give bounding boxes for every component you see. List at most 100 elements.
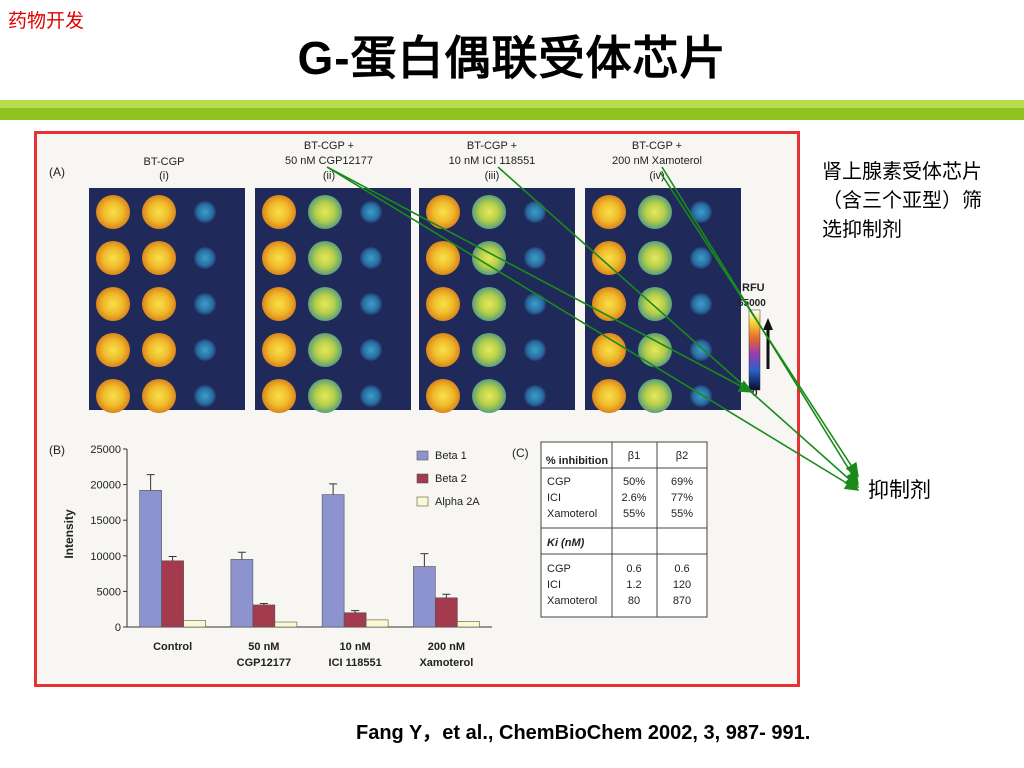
rfu-min: 0 [752,388,758,399]
array-spot [690,247,712,269]
array-spot [472,333,506,367]
y-axis-label: Intensity [62,509,76,559]
table-cell: 870 [673,595,691,607]
x-tick-label: 10 nM [340,641,371,653]
array-spot [472,241,506,275]
arrow-cgp-to-inhibitor [326,166,860,491]
array-spot [426,287,460,321]
table-header-beta2: β2 [676,450,688,462]
array-header-1-line1: BT-CGP [144,156,185,168]
y-tick-label: 15000 [90,515,121,527]
array-header-3-line2: 10 nM ICI 118551 [449,155,536,167]
array-spot [360,247,382,269]
array-spot [194,201,216,223]
x-tick-label: CGP12177 [237,657,291,669]
panel-a-label: (A) [49,165,65,179]
table-cell: 0.6 [674,563,689,575]
array-spot [308,379,342,413]
x-tick-label: Xamoterol [419,657,473,669]
array-spot [690,201,712,223]
legend-label: Beta 2 [435,473,467,485]
legend-label: Alpha 2A [435,496,480,508]
array-spot [308,333,342,367]
array-spot [638,195,672,229]
table-cell: 2.6% [621,492,646,504]
arrow-cgp-to-bar [326,166,754,393]
array-spot [524,385,546,407]
array-spot [690,293,712,315]
x-tick-label: 50 nM [248,641,279,653]
array-header-3-line1: BT-CGP + [467,140,517,152]
table-cell: 50% [623,476,645,488]
panel-b-label: (B) [49,443,65,457]
table-cell: CGP [547,563,571,575]
array-spot [194,339,216,361]
array-spot [262,241,296,275]
array-spot [96,241,130,275]
array-spot [360,385,382,407]
legend-label: Beta 1 [435,450,467,462]
array-spot [142,333,176,367]
array-spot [638,379,672,413]
intensity-bar-chart: (B)Intensity0500010000150002000025000Con… [49,443,492,669]
array-spot [592,379,626,413]
array-spot [638,241,672,275]
y-tick-label: 25000 [90,444,121,456]
table-cell: 55% [623,508,645,520]
legend-swatch [416,496,429,507]
array-spot [360,201,382,223]
array-header-2-line1: BT-CGP + [304,140,354,152]
array-spot [262,333,296,367]
array-spot [426,195,460,229]
array-spot [308,195,342,229]
title-divider-dark [0,108,1024,120]
bar [365,619,389,628]
table-cell: ICI [547,492,561,504]
array-header-3-index: (iii) [485,170,500,182]
array-spot [308,241,342,275]
array-spot [262,379,296,413]
bar [274,621,298,628]
y-tick-label: 20000 [90,480,121,492]
arrow-ici-to-inhibitor [497,166,860,489]
table-cell: 80 [628,595,640,607]
side-note: 肾上腺素受体芯片（含三个亚型）筛选抑制剂 [822,161,982,241]
citation: Fang Y，et al., ChemBioChem 2002, 3, 987-… [356,722,811,744]
slide-title: G-蛋白偶联受体芯片 [297,32,727,84]
inhibition-table: (C) % inhibition β1 β2 CGP 50% 69% ICI 2… [512,441,708,618]
array-spot [194,293,216,315]
array-spot [308,287,342,321]
title-divider-light [0,100,1024,108]
array-spot [472,379,506,413]
arrow-xamoterol-to-inhibitor-2 [659,171,859,478]
array-spot [96,333,130,367]
table-cell: 77% [671,492,693,504]
array-spot [524,247,546,269]
bar [183,620,206,628]
array-header-2-index: (ii) [323,170,335,182]
array-spot [524,201,546,223]
table-cell: 120 [673,579,691,591]
figure-panel: (A) BT-CGP (i) BT-CGP + 50 nM CGP12177 (… [34,131,800,687]
array-spot [592,195,626,229]
array-spot [142,195,176,229]
array-header-4-line1: BT-CGP + [632,140,682,152]
table-cell: Xamoterol [547,508,597,520]
table-header-inhibition: % inhibition [546,455,609,467]
array-spot [524,293,546,315]
table-cell: 1.2 [626,579,641,591]
figure-graphic: (A) BT-CGP (i) BT-CGP + 50 nM CGP12177 (… [49,140,773,669]
array-spot [96,379,130,413]
array-header-2-line2: 50 nM CGP12177 [285,155,373,167]
x-tick-label: 200 nM [428,641,465,653]
table-cell: Xamoterol [547,595,597,607]
rfu-gradient [748,309,761,391]
array-spot [360,339,382,361]
array-header-4-line2: 200 nM Xamoterol [612,155,702,167]
section-tag: 药物开发 [8,11,85,32]
legend-swatch [416,473,429,484]
table-cell: CGP [547,476,571,488]
bar [457,621,480,628]
array-spot [96,195,130,229]
